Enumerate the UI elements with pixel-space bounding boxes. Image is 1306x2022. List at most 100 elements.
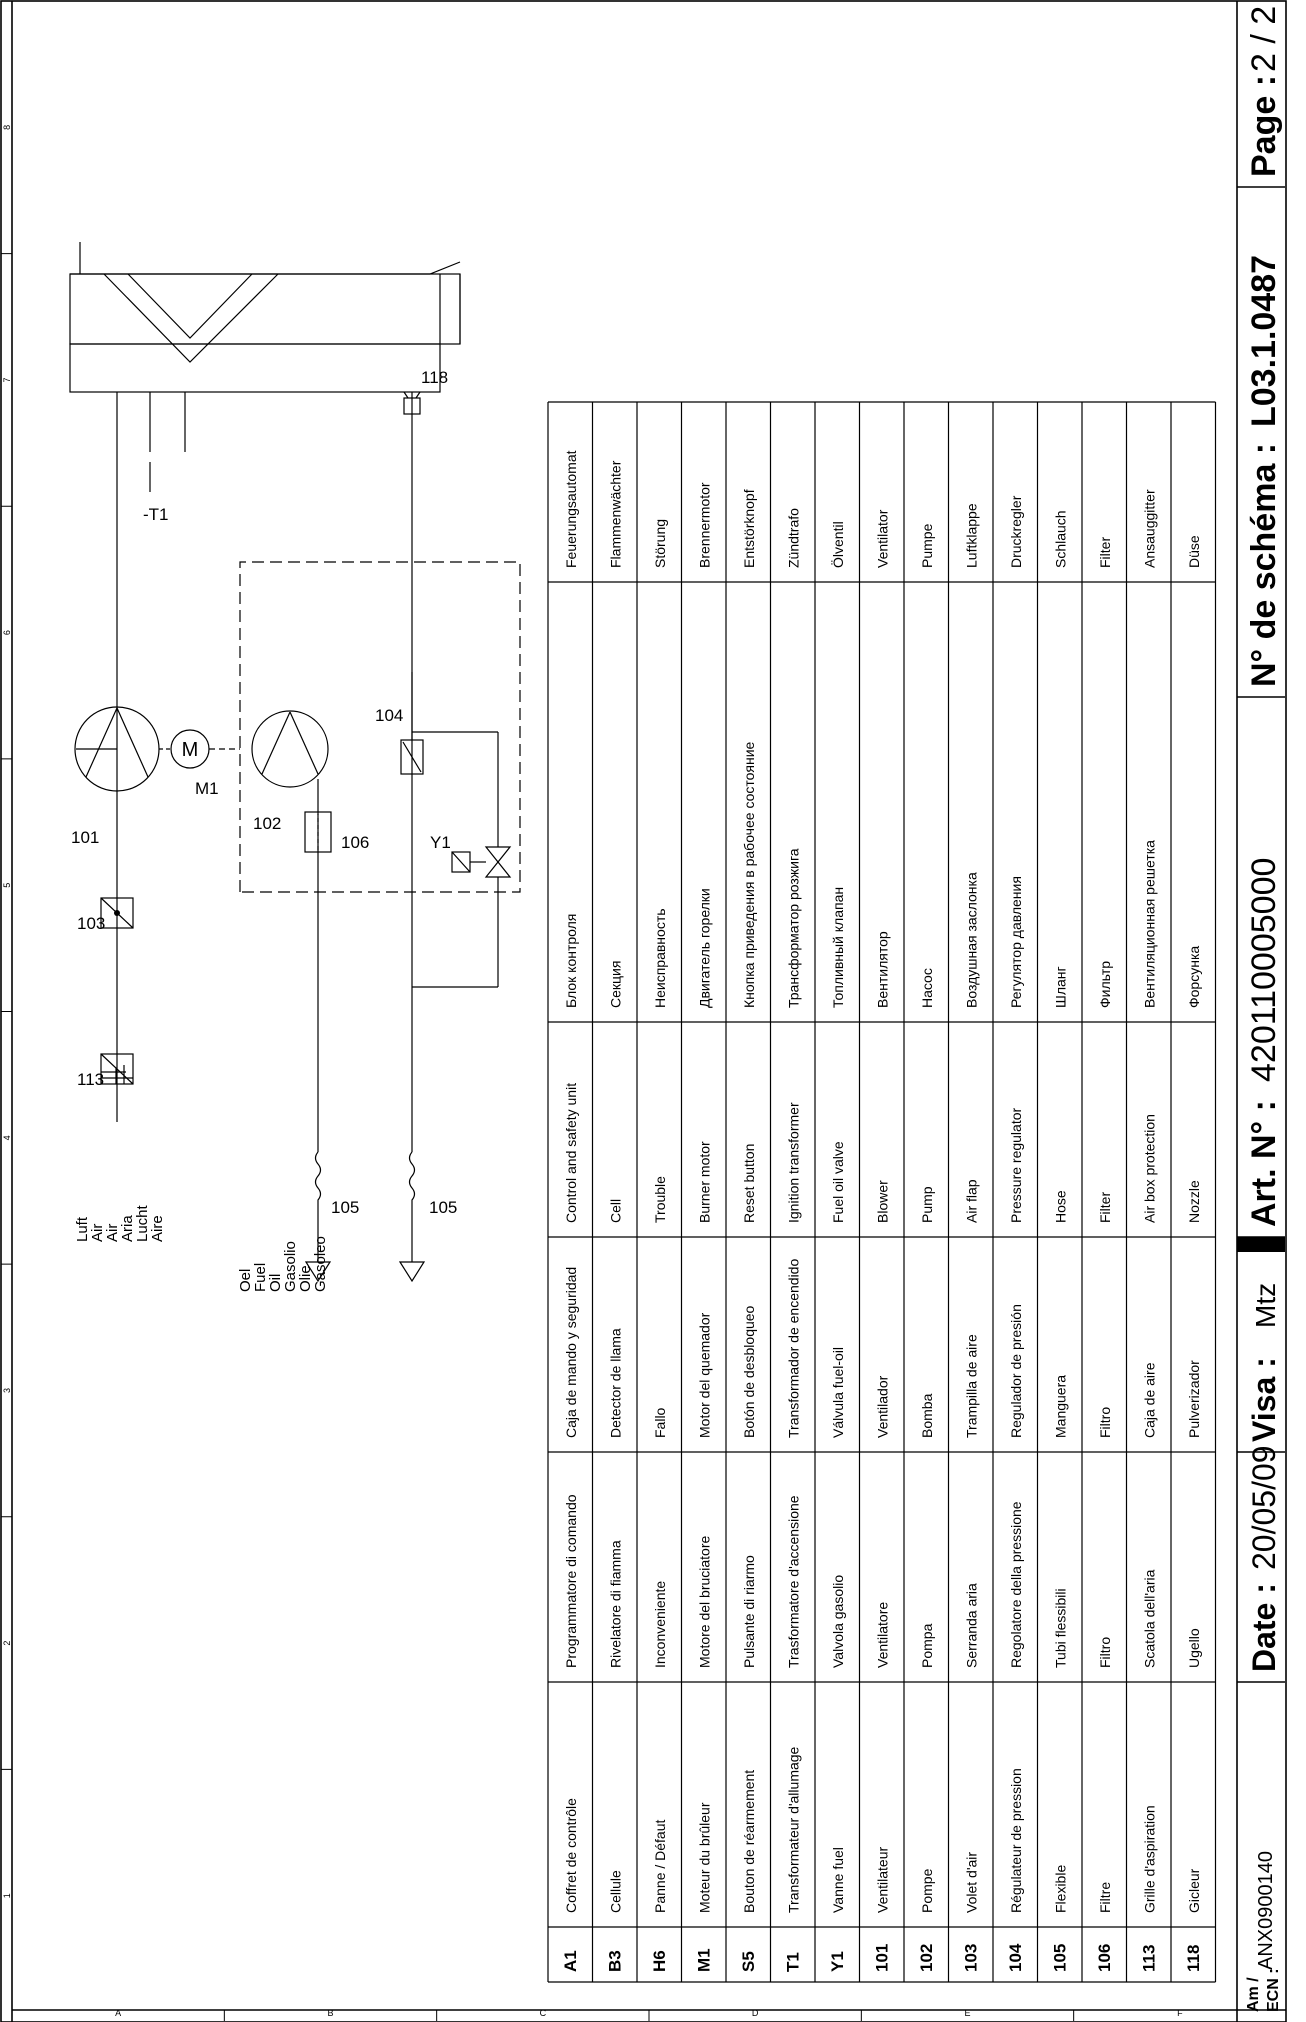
air-inlet-label: Air [89,1224,106,1242]
fuel-inlet-label: Gasoleo [312,1236,329,1292]
zone-letter: C [540,2008,547,2018]
zone-number: 8 [2,125,12,130]
legend-table: A1 Coffret de contrôle Programmatore di co… [547,401,1217,1983]
legend-term-de: Zündtrafo [786,508,802,568]
legend-code: 103 [962,1944,981,1972]
hose-105-return-symbol [398,1151,426,1283]
legend-term-de: Ventilator [875,509,891,568]
legend-code: T1 [784,1952,803,1972]
legend-code: H6 [650,1950,669,1972]
legend-term-en: Control and safety unit [563,1083,579,1223]
schema-label: N° de schéma : [1245,443,1283,687]
zone-letter: D [752,2008,759,2018]
legend-term-de: Feuerungsautomat [563,450,579,568]
legend-term-ru: Шланг [1053,966,1069,1008]
title-block [1236,1,1285,2022]
zone-number: 3 [2,1388,12,1393]
legend-term-es: Manguera [1053,1375,1069,1438]
legend-term-fr: Cellule [608,1870,624,1913]
zone-letter: F [1177,2008,1183,2018]
legend-code: S5 [739,1951,758,1972]
legend-term-it: Ventilatore [875,1602,891,1668]
label-m1: M1 [195,779,219,798]
legend-term-it: Programmatore di comando [563,1494,579,1668]
legend-term-it: Ugello [1186,1628,1202,1668]
pump-102-symbol [251,710,329,788]
legend-term-it: Regolatore della pressione [1008,1501,1024,1668]
legend-term-de: Brennermotor [697,482,713,568]
motor-symbol-letter: M [182,739,199,761]
legend-term-en: Burner motor [697,1141,713,1223]
legend-term-fr: Grille d'aspiration [1142,1805,1158,1913]
legend-code: 104 [1006,1943,1025,1972]
legend-term-es: Filtro [1097,1407,1113,1438]
legend-code: 101 [873,1944,892,1972]
legend-term-ru: Трансформатор розжига [786,848,802,1008]
legend-term-de: Düse [1186,535,1202,568]
legend-term-ru: Блок контроля [563,914,579,1008]
legend-term-es: Regulador de presión [1008,1304,1024,1438]
legend-term-ru: Форсунка [1186,946,1202,1008]
date-label: Date : [1246,1583,1282,1672]
legend-term-en: Cell [608,1199,624,1223]
legend-term-ru: Двигатель горелки [697,888,713,1008]
legend-term-en: Blower [875,1180,891,1223]
legend-term-it: Rivelatore di fiamma [608,1540,624,1668]
nozzle-118-symbol [403,391,421,415]
legend-code: M1 [695,1948,714,1972]
legend-term-ru: Кнопка приведения в рабочее состояние [741,741,757,1008]
legend-term-fr: Panne / Défaut [652,1819,668,1913]
legend-term-es: Ventilador [875,1375,891,1438]
legend-term-es: Botón de desbloqueo [741,1305,757,1438]
legend-term-ru: Неисправность [652,908,668,1008]
air-inlet-label: Air [104,1224,121,1242]
legend-code: B3 [606,1950,625,1972]
legend-code: A1 [561,1950,580,1972]
legend-code: 106 [1095,1944,1114,1972]
legend-term-fr: Gicleur [1186,1868,1202,1913]
art-value: 420110005000 [1245,858,1283,1082]
legend-term-de: Ansauggitter [1142,489,1158,568]
legend-term-fr: Filtre [1097,1882,1113,1913]
legend-code: 118 [1184,1945,1203,1972]
legend-term-fr: Coffret de contrôle [563,1798,579,1913]
legend-term-en: Pressure regulator [1008,1107,1024,1223]
legend-row: B3 Cellule Rivelatore di fiamma Detector de… [606,460,625,1972]
zone-letter: B [327,2008,333,2018]
fuel-valve-y1-symbol [412,731,512,988]
legend-term-fr: Volet d'air [964,1852,980,1913]
legend-term-de: Luftklappe [964,503,980,568]
legend-term-es: Detector de llama [608,1328,624,1438]
legend-term-ru: Регулятор давления [1008,876,1024,1008]
legend-term-es: Caja de aire [1142,1362,1158,1438]
legend-term-es: Motor del quemador [697,1312,713,1438]
legend-term-ru: Вентиляционная решетка [1142,840,1158,1008]
legend-term-es: Transformador de encendido [786,1259,802,1438]
legend-term-en: Ignition transformer [786,1102,802,1223]
legend-term-en: Nozzle [1186,1180,1202,1223]
pump-group-boundary [239,561,521,893]
zone-number: 7 [2,377,12,382]
legend-term-de: Schlauch [1053,510,1069,568]
legend-term-it: Serranda aria [964,1583,980,1668]
legend-term-fr: Régulateur de pression [1008,1768,1024,1913]
am-label: Am / [1245,1977,1262,2012]
art-label: Art. N° : [1245,1100,1283,1227]
legend-term-ru: Фильтр [1097,961,1113,1008]
legend-term-es: Bomba [919,1393,935,1438]
air-inlet-label: Aria [119,1215,136,1242]
label-118: 118 [421,368,448,387]
legend-term-es: Caja de mando y seguridad [563,1267,579,1438]
legend-term-ru: Насос [919,968,935,1008]
legend-term-ru: Топливный клапан [830,887,846,1008]
legend-term-es: Fallo [652,1407,668,1438]
label-101: 101 [71,828,99,847]
fuel-inlet-label: Olie [297,1265,314,1292]
visa-value: Mtz [1250,1283,1281,1328]
